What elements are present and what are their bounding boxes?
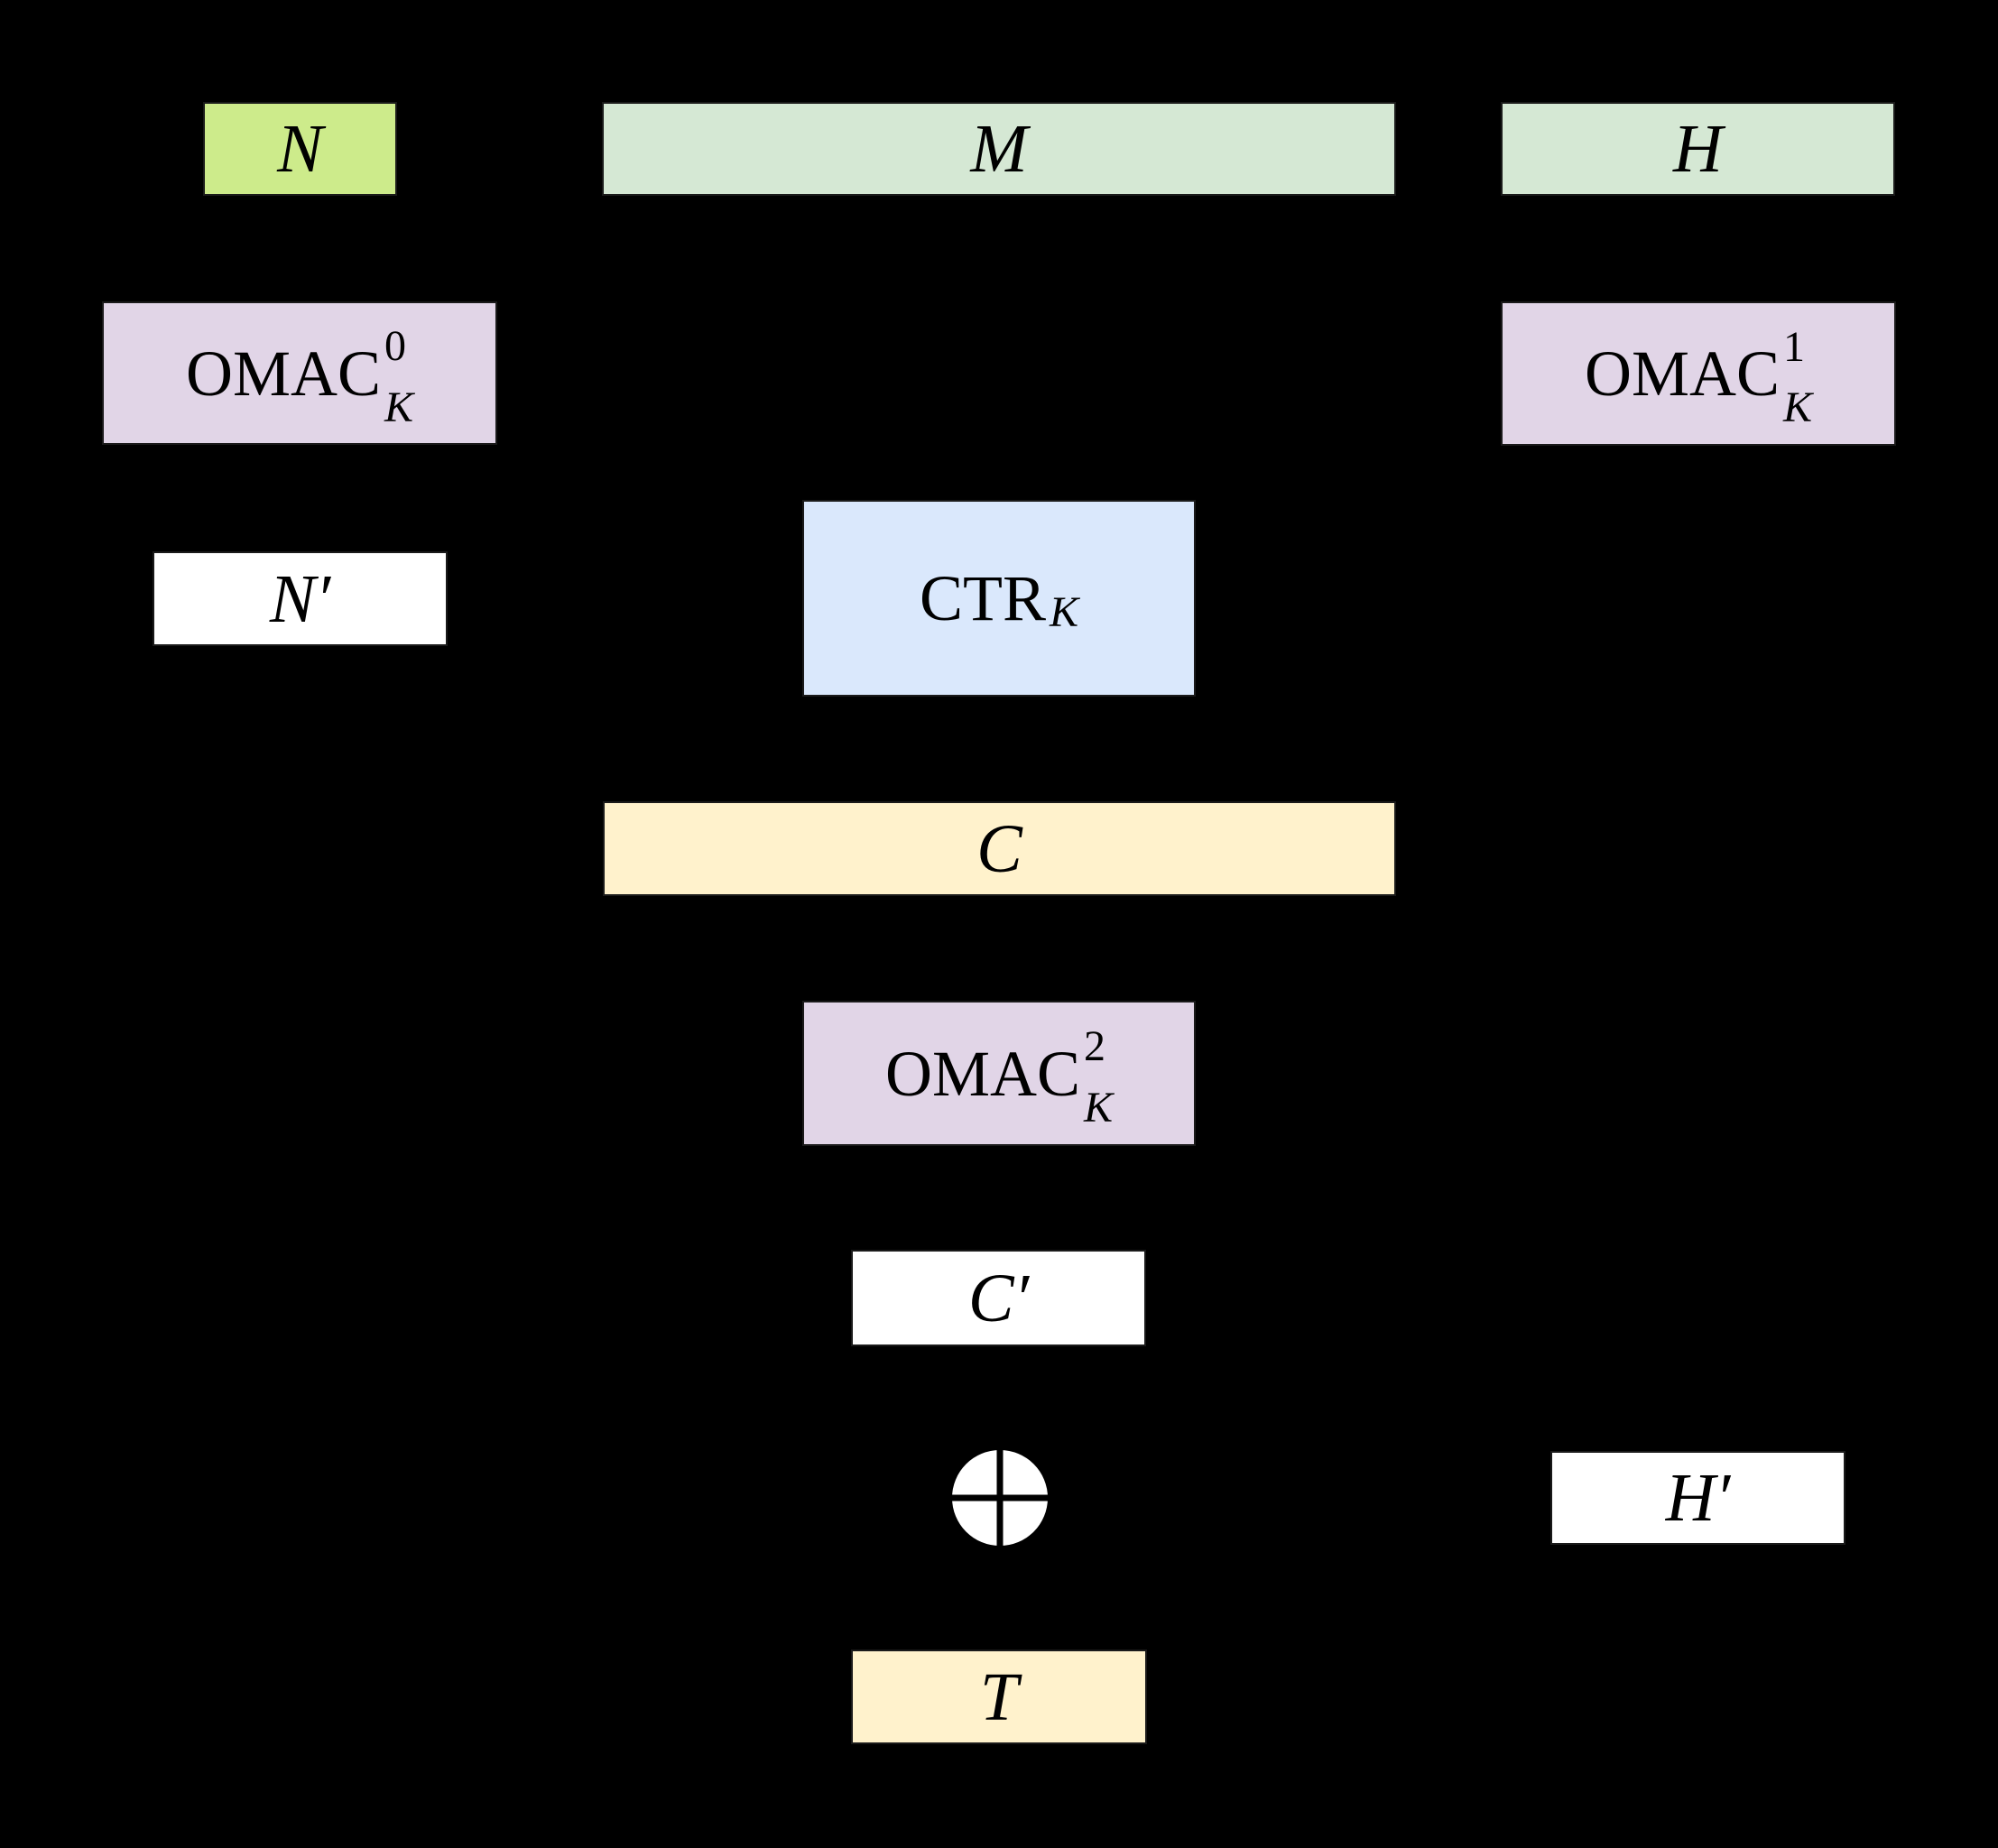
block-header-mac-label: H′ [1665, 1460, 1731, 1536]
block-omac1-label: OMAC [1584, 337, 1781, 410]
block-omac2-superscript: 2 [1084, 1022, 1106, 1071]
block-ciphertext-mac-label: C′ [967, 1260, 1030, 1336]
block-tag: T [851, 1649, 1147, 1744]
block-ctr-scripts: K [1050, 584, 1078, 634]
block-omac2-label: OMAC [884, 1037, 1081, 1110]
block-ciphertext-label: C [976, 810, 1022, 887]
block-nonce: N [203, 102, 397, 196]
block-omac1-subscript: K [1783, 383, 1813, 431]
block-omac1-scripts: 1 K [1783, 325, 1812, 429]
block-message-label: M [970, 111, 1028, 187]
block-ciphertext: C [603, 801, 1396, 896]
block-omac2-subscript: K [1084, 1083, 1114, 1132]
block-nonce-mac-label: N′ [269, 560, 331, 637]
block-omac0-label: OMAC [185, 337, 382, 410]
block-tag-label: T [979, 1659, 1019, 1735]
xor-icon-svg [951, 1449, 1049, 1547]
block-omac0: OMAC 0 K [102, 301, 497, 445]
xor-icon [951, 1449, 1049, 1547]
block-omac0-superscript: 0 [384, 322, 407, 371]
block-nonce-mac: N′ [153, 551, 448, 646]
block-header-mac: H′ [1550, 1451, 1845, 1545]
block-header-label: H [1673, 111, 1723, 187]
block-omac2-scripts: 2 K [1084, 1025, 1113, 1129]
block-ctr: CTR K [802, 500, 1196, 697]
block-omac0-subscript: K [384, 383, 414, 431]
block-omac1: OMAC 1 K [1501, 301, 1896, 446]
block-ctr-label: CTR [919, 562, 1046, 634]
block-ciphertext-mac: C′ [851, 1250, 1146, 1346]
block-header: H [1501, 102, 1895, 196]
block-omac1-superscript: 1 [1783, 322, 1806, 371]
block-message: M [602, 102, 1396, 196]
block-nonce-label: N [277, 111, 323, 187]
block-omac2: OMAC 2 K [802, 1001, 1196, 1146]
block-omac0-scripts: 0 K [384, 325, 413, 429]
block-ctr-subscript: K [1050, 588, 1079, 637]
